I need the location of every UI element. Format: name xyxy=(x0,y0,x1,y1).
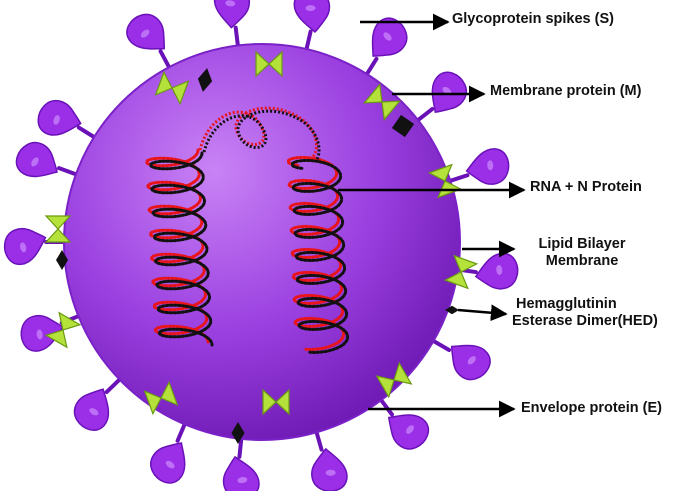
spike-icon xyxy=(426,336,491,381)
spike-icon xyxy=(73,373,126,431)
envelope-protein-bowtie-icon xyxy=(255,50,283,78)
envelope-protein-bowtie-icon xyxy=(362,83,402,121)
label-arrows xyxy=(338,13,526,418)
envelope-protein-bowtie-icon xyxy=(154,70,190,106)
rna-strand-black xyxy=(149,151,214,347)
envelope-protein-bowtie-icon xyxy=(143,380,179,416)
spike-icon xyxy=(37,99,102,143)
label-hed-line2: Esterase Dimer(HED) xyxy=(512,313,658,329)
envelope-protein-bowtie-icon xyxy=(44,215,72,243)
label-lipid-line1: Lipid Bilayer xyxy=(538,236,626,252)
label-arrow xyxy=(457,304,508,322)
spike-icon xyxy=(375,393,429,450)
envelope-protein-bowtie-icon xyxy=(262,388,290,416)
envelope-protein-bowtie-icon xyxy=(375,361,413,399)
rna-strand-red xyxy=(145,148,210,344)
spike-icon xyxy=(293,0,331,57)
envelope-protein-bowtie-icon xyxy=(443,254,479,290)
membrane-protein-square-icon xyxy=(391,114,415,138)
rna-loop-red xyxy=(198,106,318,160)
hed-diamond-icon xyxy=(231,422,245,444)
label-envelope-protein: Envelope protein (E) xyxy=(521,400,662,416)
rna-loop-black xyxy=(202,109,321,162)
spike-icon xyxy=(311,424,348,491)
label-lipid-line2: Membrane xyxy=(545,253,619,269)
label-hed-line1: Hemagglutinin xyxy=(516,296,617,312)
rna-coil xyxy=(145,106,350,354)
spike-icon xyxy=(222,430,260,491)
label-glycoprotein-spikes: Glycoprotein spikes (S) xyxy=(452,11,614,27)
rna-strand-black xyxy=(290,158,350,354)
spike-icon xyxy=(150,416,189,484)
hed-diamond-icon xyxy=(56,250,68,270)
spike-icon xyxy=(126,13,174,75)
hed-diamond-icon xyxy=(197,68,213,92)
rna-strand-red xyxy=(286,155,346,351)
label-rna-n-protein: RNA + N Protein xyxy=(530,179,642,195)
spike-icon xyxy=(20,311,86,352)
label-membrane-protein: Membrane protein (M) xyxy=(490,83,642,99)
spike-icon xyxy=(15,141,84,179)
spike-icon xyxy=(442,148,510,185)
label-lipid-bilayer: Lipid Bilayer Membrane xyxy=(522,236,642,270)
envelope-protein-bowtie-icon xyxy=(44,311,82,349)
label-hed: Hemagglutinin Esterase Dimer(HED) xyxy=(512,296,658,330)
